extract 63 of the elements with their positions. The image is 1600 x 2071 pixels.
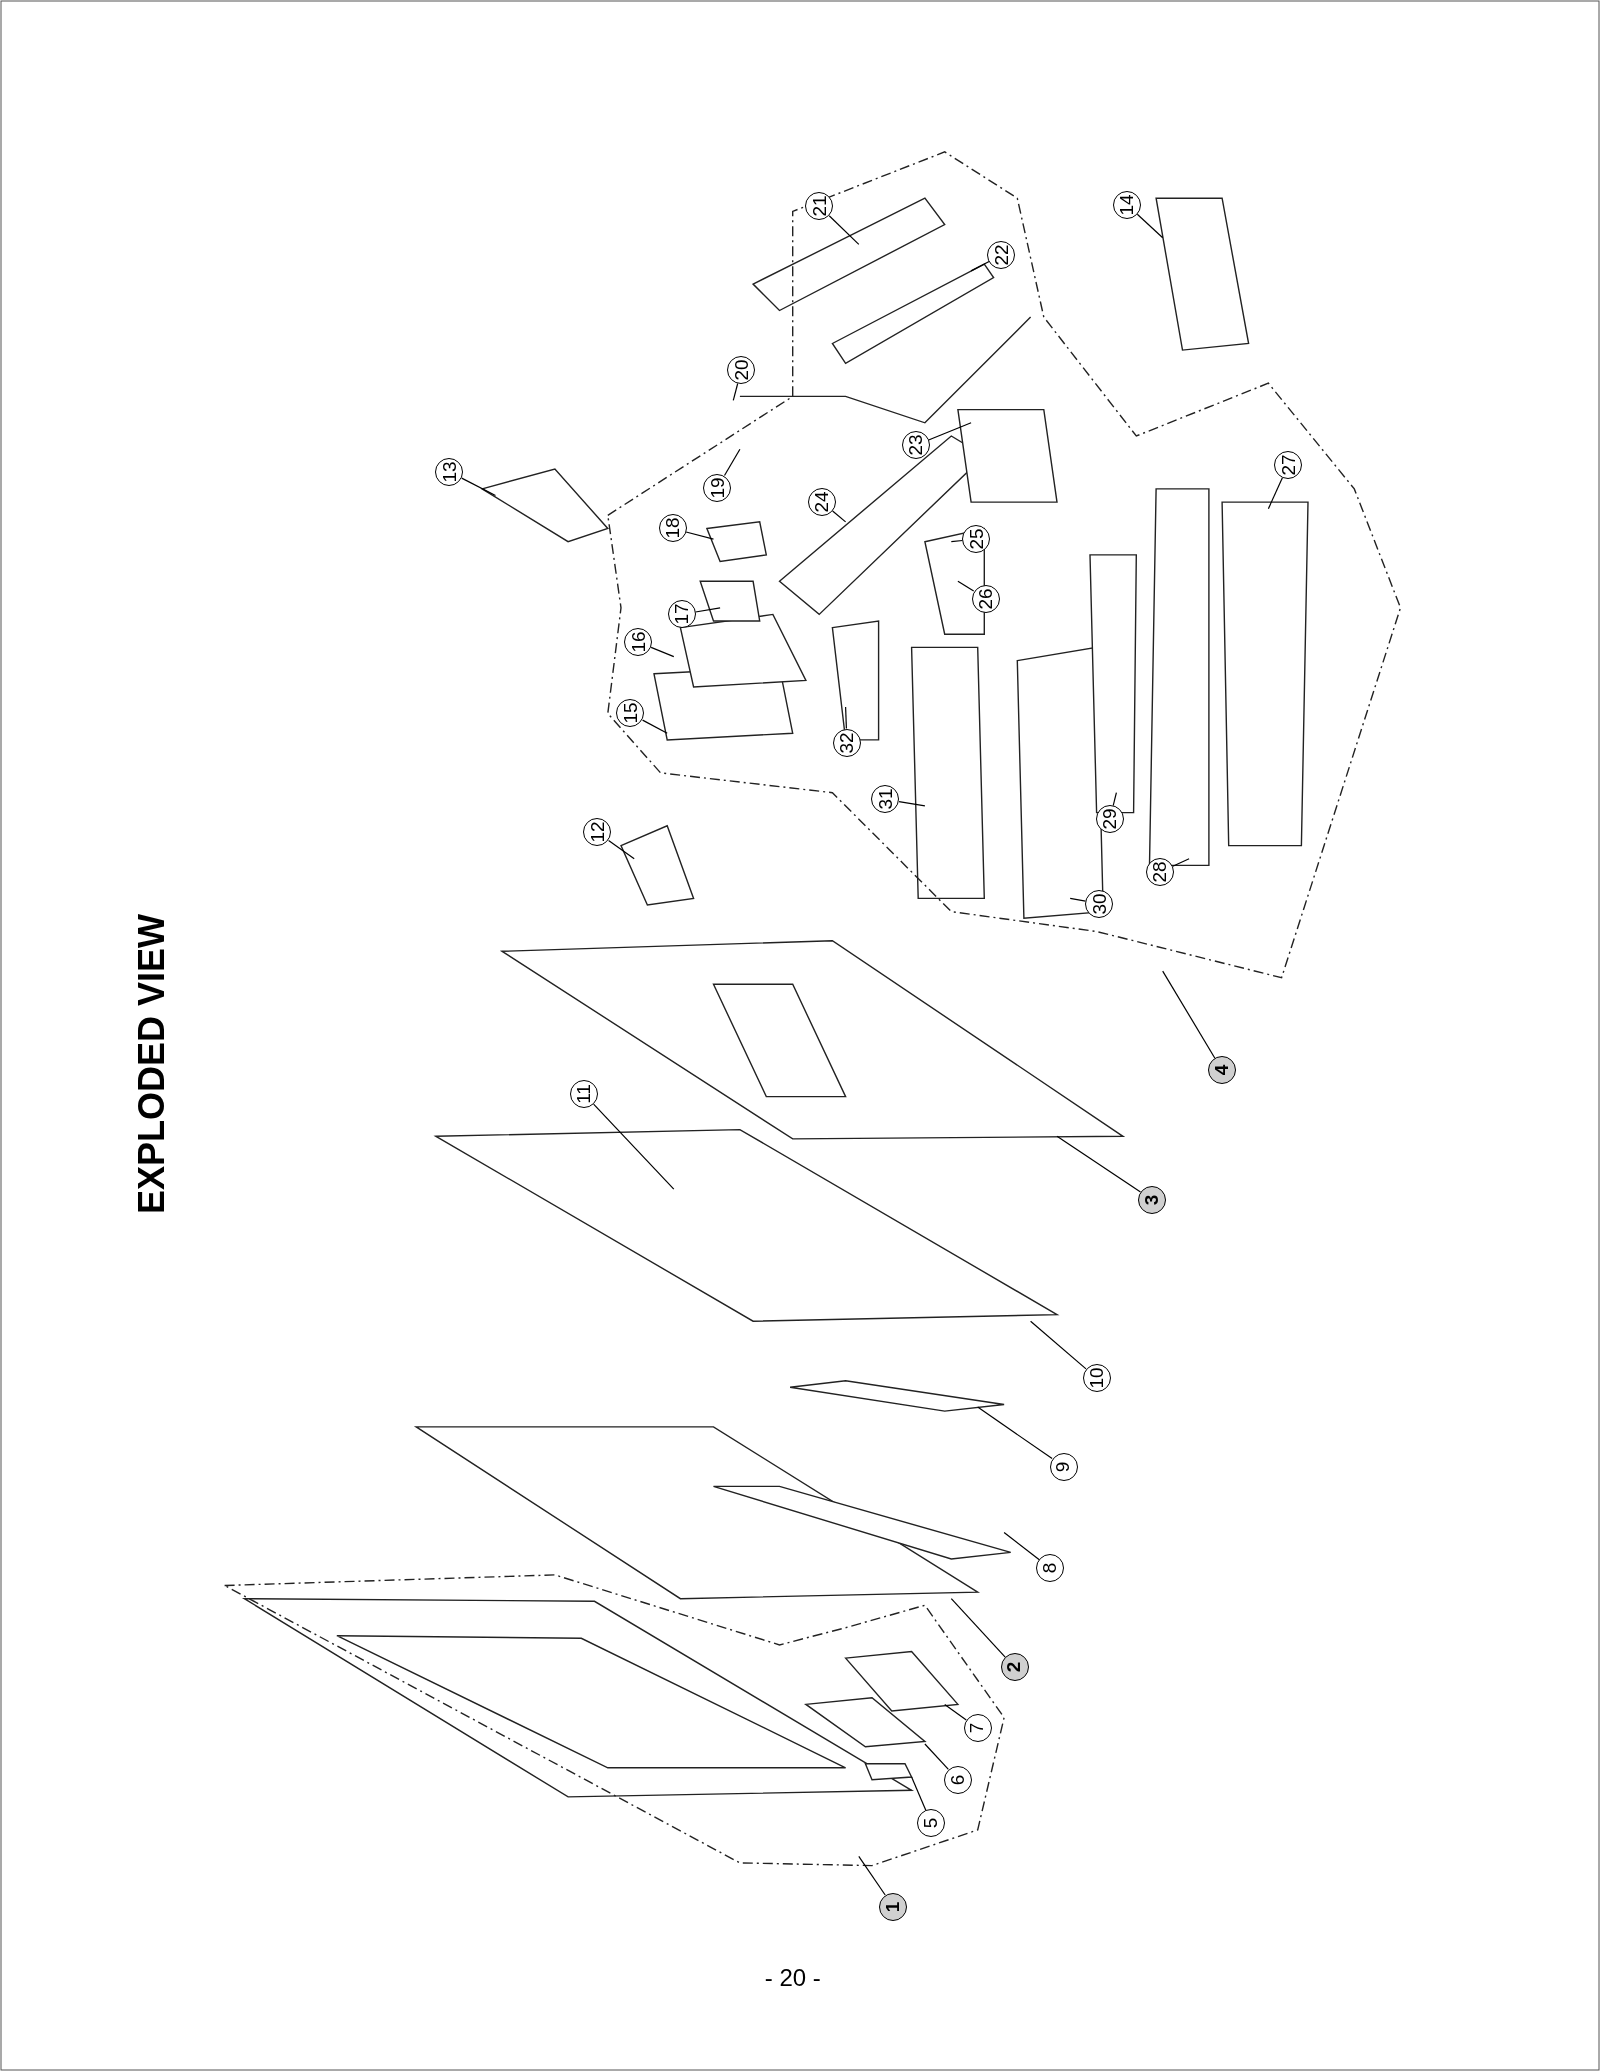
callout-number: 19 <box>703 473 732 502</box>
leader-line <box>593 1103 675 1190</box>
callout-number: 14 <box>1113 190 1141 219</box>
callout-number: 5 <box>917 1809 946 1838</box>
leader-line <box>1056 1135 1142 1193</box>
callout-number: 4 <box>1208 1056 1237 1085</box>
leader-line <box>977 1406 1053 1460</box>
leader-line <box>461 477 497 497</box>
leader-line <box>944 1703 967 1721</box>
callout-number: 23 <box>901 431 930 460</box>
callout-number: 16 <box>624 628 653 657</box>
leader-line <box>723 448 741 477</box>
leader-line <box>970 260 990 272</box>
callout-number: 7 <box>963 1714 992 1743</box>
callout-number: 25 <box>962 525 991 554</box>
callout-number: 13 <box>435 457 464 486</box>
leader-line <box>685 531 715 540</box>
leader-line <box>950 1598 1006 1658</box>
callout-number: 6 <box>943 1765 972 1794</box>
callout-number: 1 <box>879 1892 908 1921</box>
callout-number: 28 <box>1146 858 1175 886</box>
callout-number: 12 <box>583 818 612 847</box>
callout-number: 17 <box>667 600 696 629</box>
leader-line <box>950 539 964 543</box>
callout-number: 2 <box>1000 1653 1029 1682</box>
leader-line <box>1172 858 1190 867</box>
page-title: EXPLODED VIEW <box>130 913 173 1214</box>
leader-line <box>924 1743 949 1770</box>
page-number: - 20 - <box>764 1963 821 1992</box>
leader-line <box>911 1776 927 1811</box>
callout-number: 20 <box>727 355 756 384</box>
callout-number: 18 <box>658 514 687 543</box>
leader-line <box>858 1855 886 1896</box>
callout-number: 27 <box>1274 451 1303 480</box>
callout-number: 31 <box>871 785 900 814</box>
callout-number: 21 <box>805 192 834 221</box>
leader-line <box>928 422 972 441</box>
callout-number: 3 <box>1138 1185 1167 1214</box>
callout-number: 8 <box>1036 1554 1065 1583</box>
leader-line <box>957 580 975 592</box>
leader-line <box>694 607 721 613</box>
leader-line <box>1267 477 1283 510</box>
leader-line <box>1112 792 1117 807</box>
leader-line <box>650 646 675 658</box>
leader-line <box>1003 1532 1040 1561</box>
callout-number: 15 <box>616 699 645 728</box>
leader-line <box>845 706 847 730</box>
callout-number: 9 <box>1049 1452 1078 1481</box>
leader-line <box>1030 1320 1087 1370</box>
leader-line <box>732 382 739 401</box>
callout-number: 10 <box>1082 1364 1111 1393</box>
leader-line <box>608 839 635 860</box>
leader-line <box>1136 213 1164 239</box>
leader-line <box>642 719 668 734</box>
callout-number: 24 <box>807 488 836 517</box>
leader-line <box>1069 897 1087 902</box>
callout-number: 11 <box>569 1079 598 1108</box>
callout-number: 22 <box>987 241 1016 269</box>
leader-line <box>832 510 847 523</box>
leader-line <box>898 801 926 807</box>
leader-line <box>1162 970 1216 1059</box>
leader-line <box>828 215 860 245</box>
callout-number: 32 <box>832 728 861 757</box>
